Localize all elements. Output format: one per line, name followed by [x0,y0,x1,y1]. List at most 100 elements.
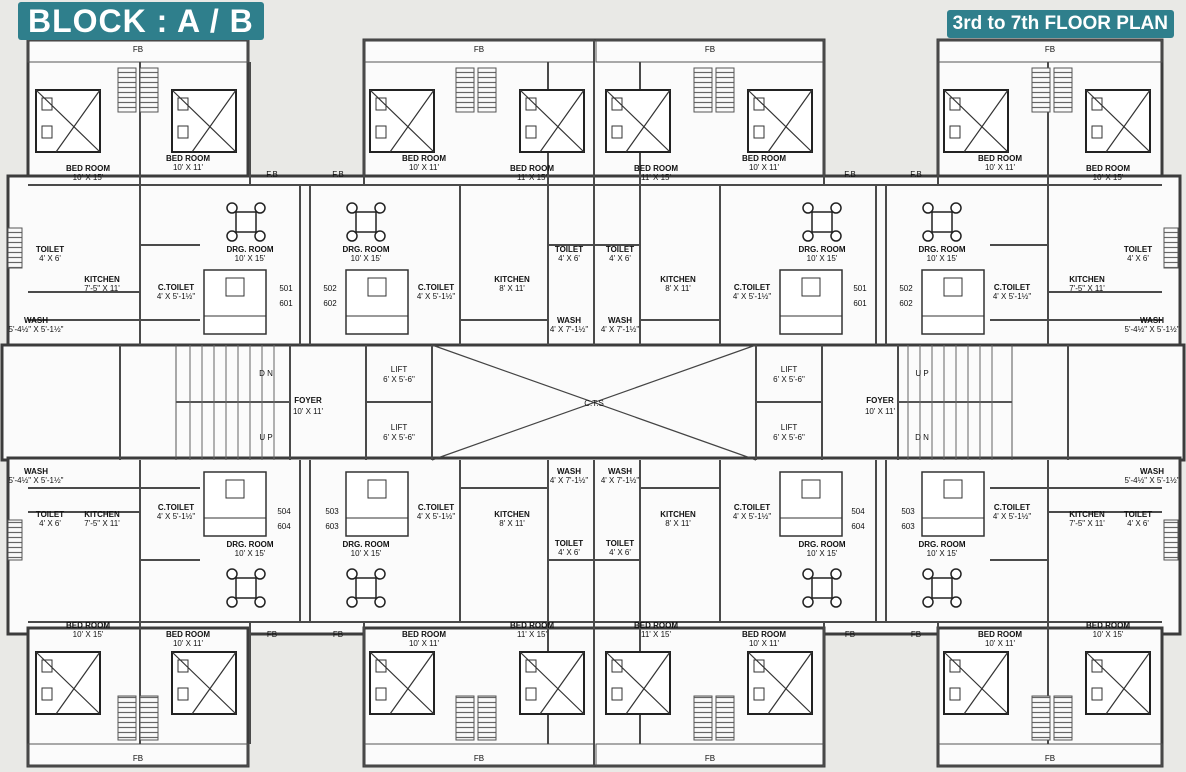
stair-up-right: U P [915,369,928,378]
room-name: DRG. ROOM [798,540,845,549]
bed-icon [605,89,671,153]
room-name: DRG. ROOM [342,540,389,549]
room-size: 10' X 15' [1093,173,1124,182]
room-size: 10' X 11' [749,163,780,172]
fb-label: FB [845,630,855,639]
room-name: TOILET [555,245,583,254]
room-size: 4' X 6' [1127,519,1149,528]
duct-hatch [1031,67,1051,113]
fb-label: FB [705,45,715,54]
fb-label: FB [474,754,484,763]
flat-number: 604 [851,522,865,531]
bed-icon [1085,651,1151,715]
room-size: 11' X 15' [517,173,548,182]
room-name: C.TOILET [994,283,1030,292]
block-title-badge: BLOCK : A / B [18,2,264,40]
room-size: 4' X 6' [1127,254,1149,263]
dining-set-icon [226,568,266,608]
room-name: WASH [24,467,48,476]
lift-3-name: LIFT [781,365,798,374]
sofa-icon [345,269,409,335]
duct-hatch [117,67,137,113]
foyer-right-size: 10' X 11' [865,407,896,416]
duct-hatch [693,695,713,741]
sofa-icon [779,471,843,537]
duct-hatch [477,67,497,113]
fb-label: FB [474,45,484,54]
room-size: 4' X 5'-1½" [993,292,1032,301]
room-size: 10' X 11' [985,163,1016,172]
flat-number: 503 [325,507,339,516]
room-name: TOILET [36,510,64,519]
room-name: BED ROOM [742,154,786,163]
room-name: BED ROOM [510,164,554,173]
room-size: 10' X 15' [807,549,838,558]
bed-icon [171,89,237,153]
room-size: 11' X 15' [517,630,548,639]
sofa-icon [203,269,267,335]
fb-dot-label: F.B [332,170,344,179]
room-name: BED ROOM [66,164,110,173]
fb-label: FB [705,754,715,763]
room-name: BED ROOM [742,630,786,639]
room-name: BED ROOM [978,630,1022,639]
window-hatch [1163,227,1179,269]
room-name: C.TOILET [734,283,770,292]
room-size: 10' X 11' [173,163,204,172]
room-size: 4' X 6' [609,254,631,263]
bed-icon [369,89,435,153]
flat-number: 502 [899,284,913,293]
room-name: BED ROOM [978,154,1022,163]
room-size: 10' X 15' [351,549,382,558]
fb-dot-label: F.B [844,170,856,179]
room-size: 4' X 7'-1½" [550,325,589,334]
room-name: TOILET [606,245,634,254]
room-size: 7'-5" X 11' [1069,519,1105,528]
bed-icon [1085,89,1151,153]
fb-label: FB [1045,45,1055,54]
dining-set-icon [802,202,842,242]
cts-cross [431,344,757,461]
room-size: 4' X 6' [39,519,61,528]
room-size: 11' X 15' [641,173,672,182]
core-labels: FOYER 10' X 11' FOYER 10' X 11' LIFT 6' … [259,365,929,442]
room-name: BED ROOM [634,164,678,173]
flat-number: 503 [901,507,915,516]
room-size: 5'-4½" X 5'-1½" [9,476,64,485]
fb-label: FB [911,630,921,639]
room-size: 7'-5" X 11' [84,284,120,293]
room-size: 4' X 6' [609,548,631,557]
room-size: 4' X 7'-1½" [601,476,640,485]
flat-number: 602 [323,299,337,308]
room-name: KITCHEN [84,510,120,519]
window-hatch [7,519,23,561]
lift-2-size: 6' X 5'-6" [383,433,415,442]
dining-group [226,202,962,608]
duct-hatch [139,67,159,113]
room-name: C.TOILET [158,503,194,512]
room-size: 4' X 6' [558,548,580,557]
sofa-icon [921,471,985,537]
room-size: 4' X 5'-1½" [733,292,772,301]
sofa-icon [921,269,985,335]
staircase-right [898,345,1013,460]
room-size: 10' X 11' [173,639,204,648]
fb-label: FB [333,630,343,639]
duct-hatches [7,67,1179,741]
room-name: KITCHEN [494,275,530,284]
lift-1-size: 6' X 5'-6" [383,375,415,384]
room-name: DRG. ROOM [226,540,273,549]
sofa-group [203,269,985,537]
room-size: 10' X 15' [235,254,266,263]
room-name: KITCHEN [494,510,530,519]
foyer-left-size: 10' X 11' [293,407,324,416]
room-name: TOILET [36,245,64,254]
duct-hatch [693,67,713,113]
duct-hatch [455,695,475,741]
room-size: 4' X 5'-1½" [417,512,456,521]
bed-icon [519,89,585,153]
fb-dot-label: F.B [910,170,922,179]
